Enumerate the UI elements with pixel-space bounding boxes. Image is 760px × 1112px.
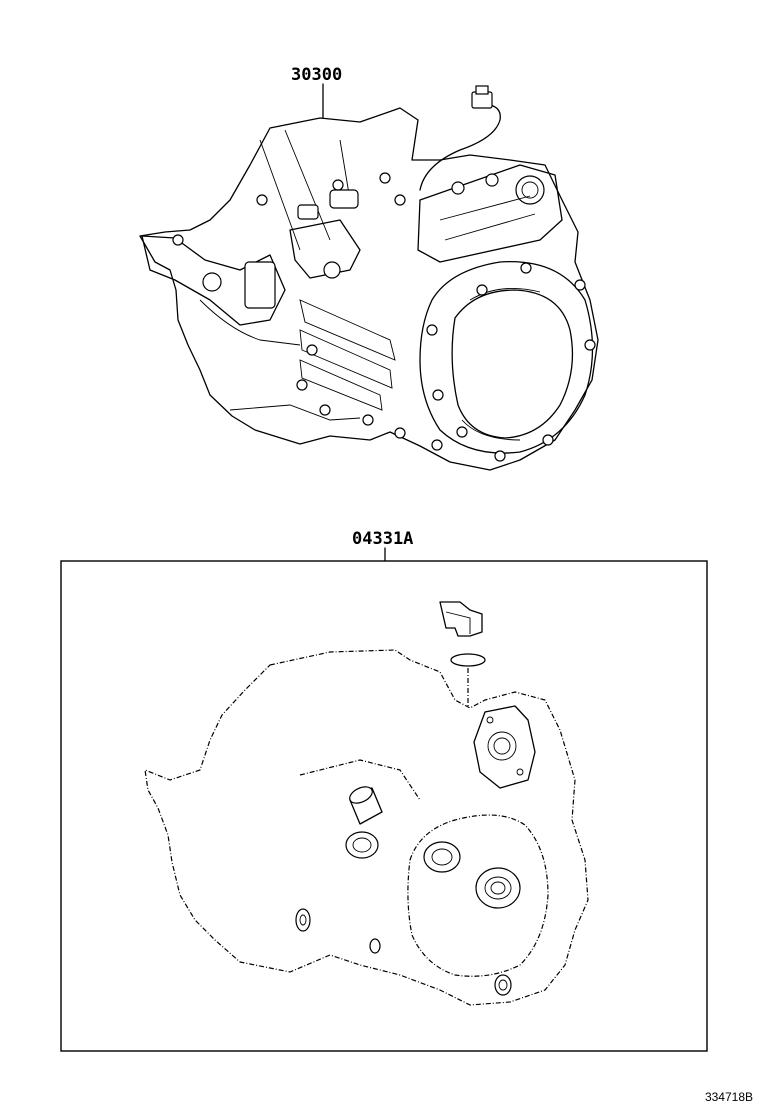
shift-mechanism [289, 172, 406, 279]
callout-04331A[interactable]: 04331A [352, 529, 413, 549]
wiring-harness [419, 85, 501, 191]
figure-number: 334718B [705, 1090, 753, 1104]
washer-small-icon [369, 938, 381, 954]
case-bolts [256, 194, 406, 439]
sensor-connector-icon [439, 601, 483, 637]
bell-housing-bolts [426, 262, 596, 462]
callout-30300[interactable]: 30300 [291, 65, 342, 85]
washer-bottom-icon [494, 974, 512, 996]
phantom-case-outline [144, 649, 589, 1006]
left-actuator [141, 234, 286, 326]
oil-seal-right-icon [475, 867, 521, 909]
oil-seal-left-icon [345, 831, 379, 859]
case-ribs [199, 129, 396, 421]
bushing-icon [349, 786, 383, 825]
gasket-kit-drawing[interactable] [144, 601, 589, 1006]
transaxle-case-outline [139, 107, 599, 471]
bell-housing [419, 261, 594, 454]
o-ring-icon [450, 653, 486, 667]
bell-housing-inner [451, 289, 574, 439]
transaxle-assembly-drawing[interactable] [139, 85, 599, 471]
top-valve-body [417, 164, 563, 263]
kit-frame [60, 560, 708, 1052]
washer-left-icon [295, 908, 311, 932]
oil-seal-center-icon [423, 841, 461, 873]
mounting-gasket-icon [473, 705, 536, 789]
